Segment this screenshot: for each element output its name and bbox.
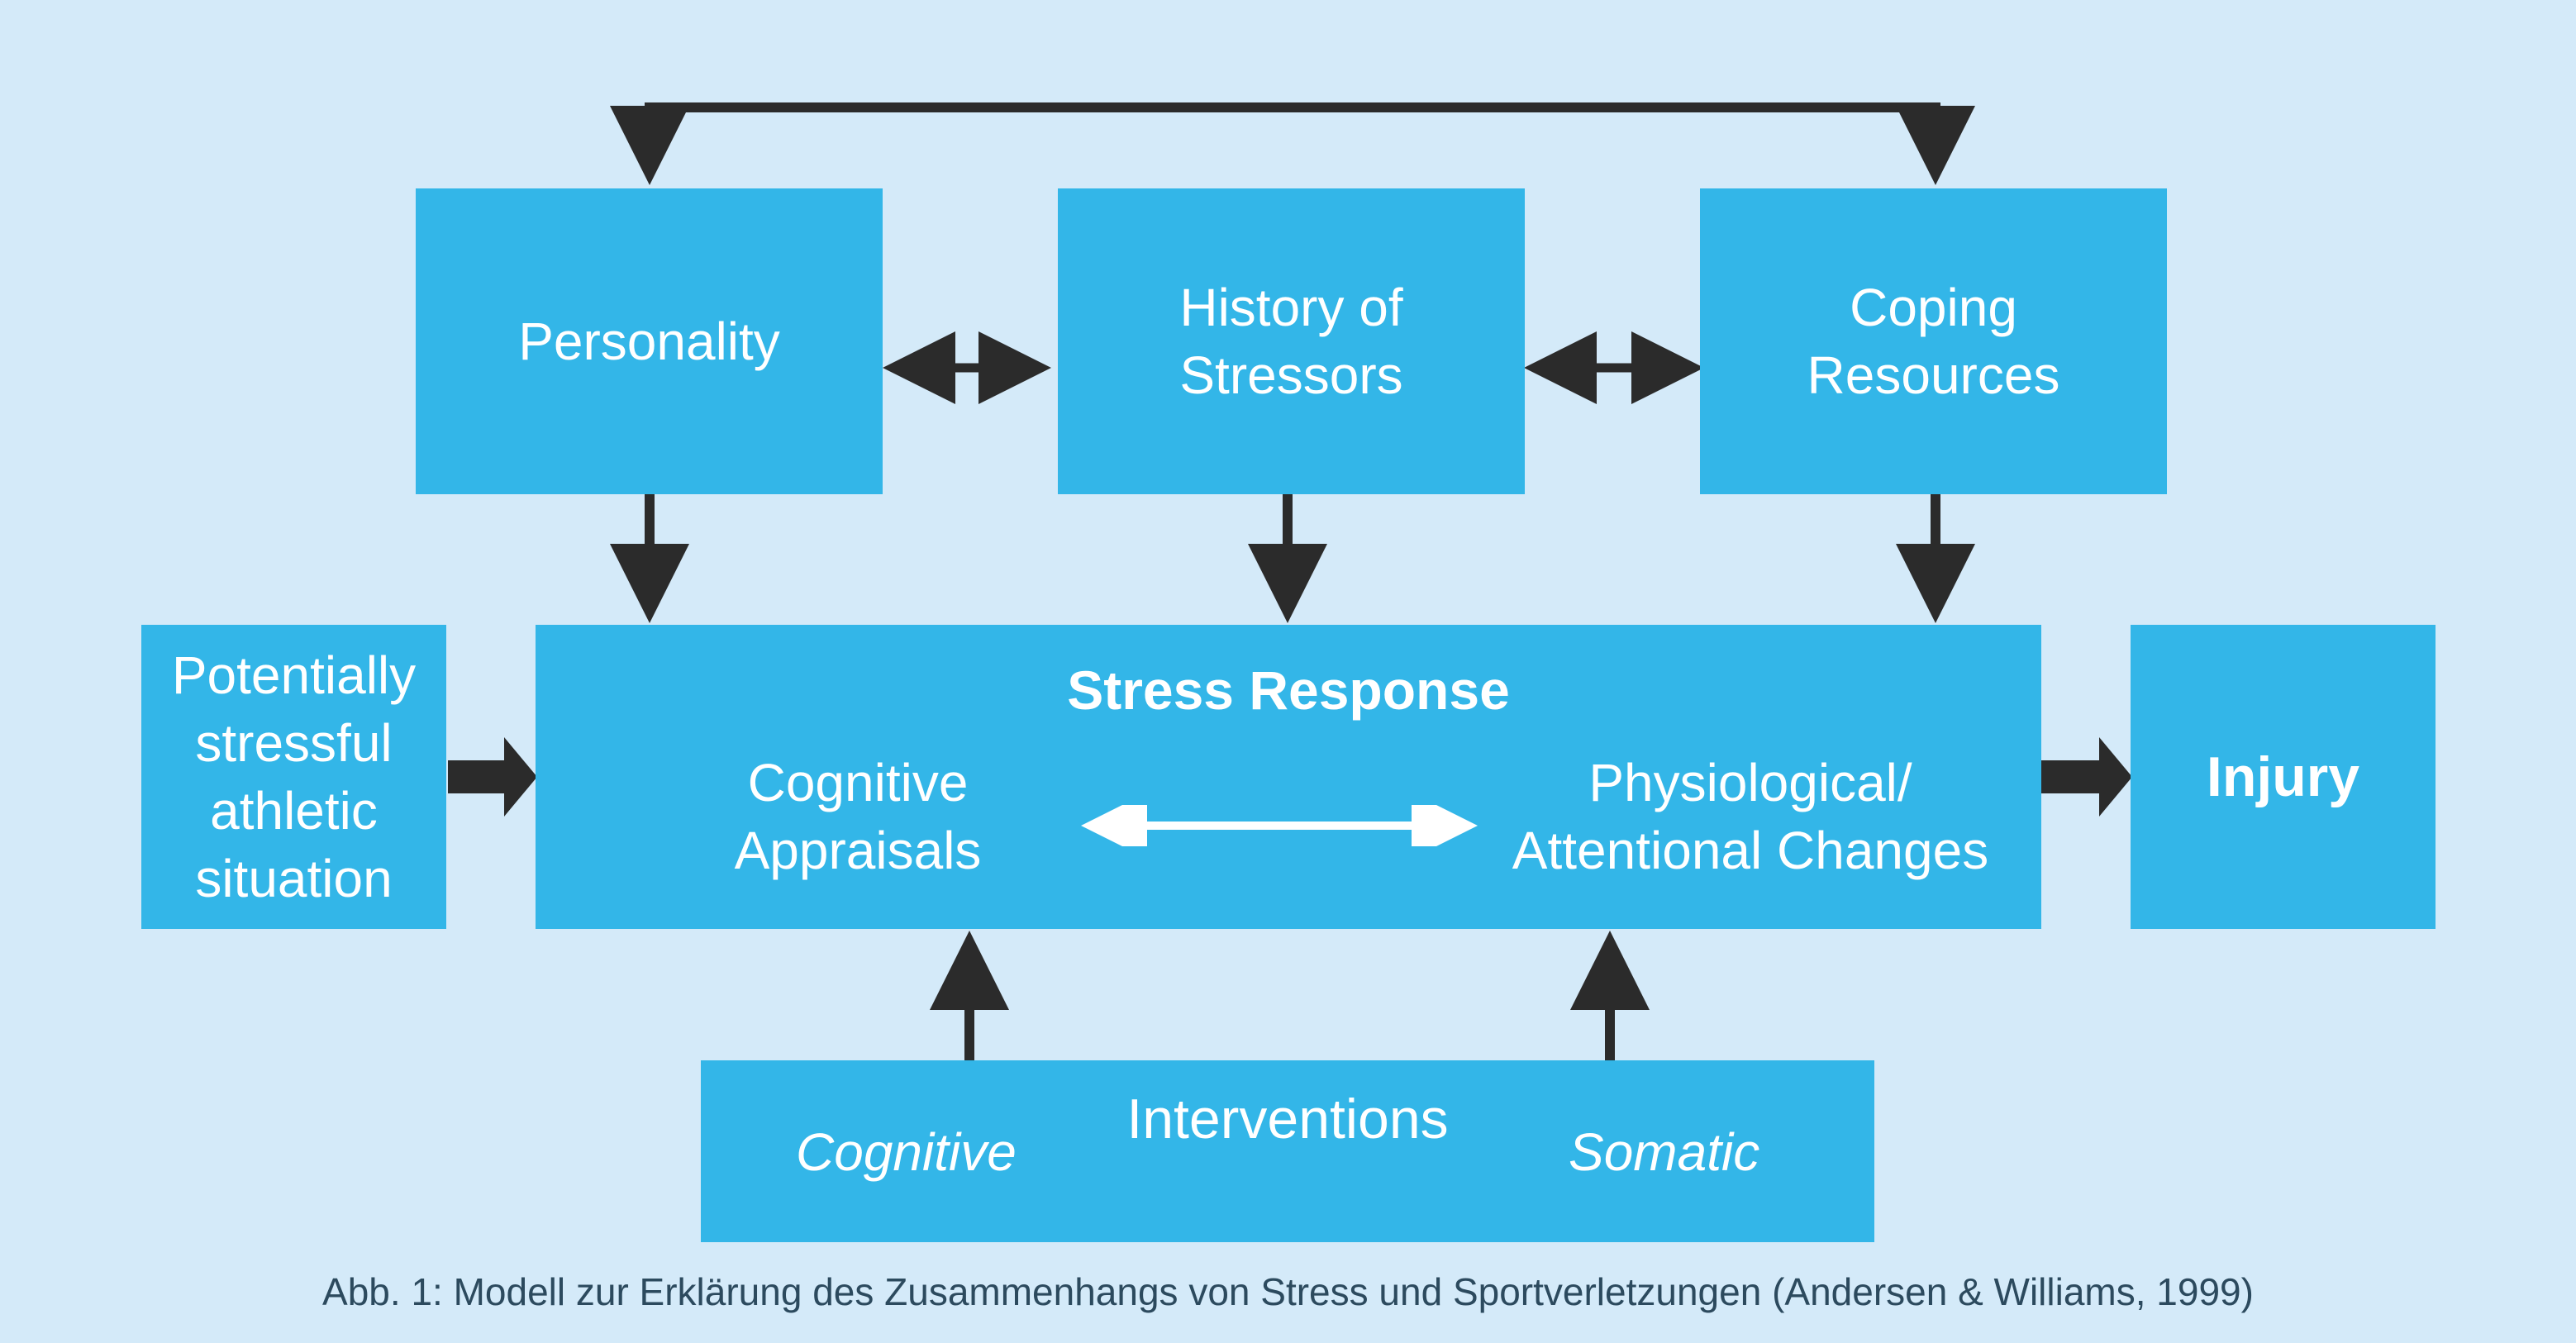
injury-label: Injury — [2206, 745, 2360, 808]
situation-label-line2: stressful — [195, 713, 393, 773]
history-label-line1: History of — [1179, 278, 1403, 337]
injury-box: Injury — [2131, 625, 2436, 929]
cognitive-appraisals-line1: Cognitive — [747, 753, 969, 812]
history-label-line2: Stressors — [1179, 345, 1403, 405]
cognitive-appraisals-label: Cognitive Appraisals — [693, 749, 1023, 884]
stress-response-title: Stress Response — [1067, 660, 1510, 721]
coping-label-line1: Coping — [1850, 278, 2017, 337]
physiological-line1: Physiological/ — [1588, 753, 1912, 812]
personality-label: Personality — [518, 312, 780, 371]
personality-box: Personality — [416, 188, 883, 494]
coping-resources-box: Coping Resources — [1700, 188, 2167, 494]
situation-label-line1: Potentially — [171, 645, 417, 705]
cognitive-appraisals-line2: Appraisals — [734, 821, 982, 880]
history-of-stressors-box: History of Stressors — [1058, 188, 1525, 494]
situation-label-line4: situation — [195, 849, 393, 908]
physiological-line2: Attentional Changes — [1512, 821, 1989, 880]
arrow-situation-to-stress — [448, 737, 537, 817]
stress-response-box: Stress Response Cognitive Appraisals Phy… — [536, 625, 2041, 929]
physiological-changes-label: Physiological/ Attentional Changes — [1502, 749, 1998, 884]
interventions-title: Interventions — [1126, 1088, 1449, 1150]
arrow-stress-to-injury — [2041, 737, 2132, 817]
interventions-somatic-label: Somatic — [1569, 1122, 1760, 1182]
coping-label-line2: Resources — [1807, 345, 2060, 405]
interventions-cognitive-label: Cognitive — [796, 1122, 1017, 1182]
cognitive-physio-arrow — [1081, 805, 1478, 846]
loop-arrow-personality-coping — [610, 102, 1975, 185]
situation-label-line3: athletic — [210, 781, 378, 841]
figure-caption: Abb. 1: Modell zur Erklärung des Zusamme… — [322, 1270, 2254, 1313]
interventions-box: Interventions Cognitive Somatic — [701, 1060, 1874, 1242]
athletic-situation-box: Potentially stressful athletic situation — [141, 625, 446, 929]
